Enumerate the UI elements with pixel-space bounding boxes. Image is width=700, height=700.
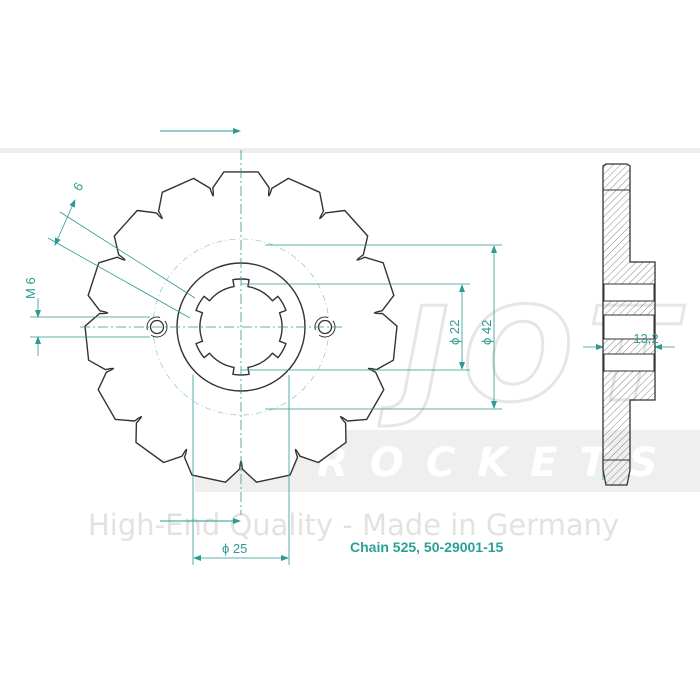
side-spline-slot-1 xyxy=(603,283,655,302)
label-slot: 6 xyxy=(70,180,87,194)
label-width: 13,2 xyxy=(633,331,658,346)
sprocket-front-view xyxy=(80,150,398,515)
slot-dim-ext-1 xyxy=(59,211,196,299)
part-caption: Chain 525, 50-29001-15 xyxy=(350,539,504,555)
watermark-tagline: High-End Quality - Made in Germany xyxy=(88,508,619,542)
label-d25: ϕ 25 xyxy=(222,541,247,556)
label-d22: ϕ 22 xyxy=(447,320,462,345)
side-spline-slot-3 xyxy=(603,353,655,372)
watermark-band xyxy=(0,148,700,153)
label-m6: M 6 xyxy=(23,277,38,299)
label-d42: ϕ 42 xyxy=(479,320,494,345)
section-marks xyxy=(160,128,241,524)
slot-dim-arrow xyxy=(54,199,76,246)
dimension-labels: 6 M 6 ϕ 22 ϕ 42 ϕ 25 13,2 xyxy=(23,180,659,556)
sprocket-side-view xyxy=(602,163,656,486)
side-spline-slot-2 xyxy=(603,314,655,340)
slot-dim-ext-2 xyxy=(47,237,191,319)
